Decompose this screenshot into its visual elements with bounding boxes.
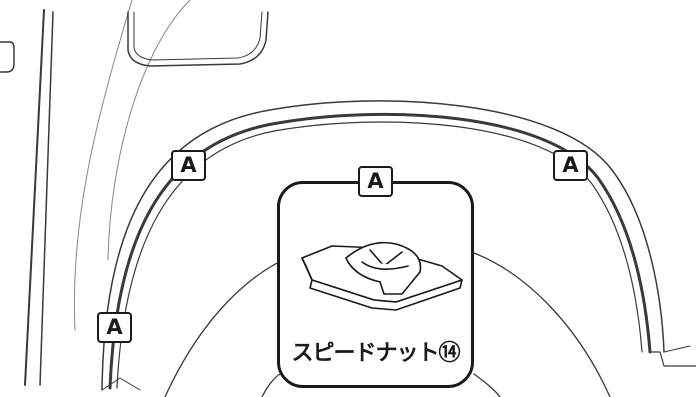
body-contour-line <box>73 0 133 331</box>
marker-a-left-lower: A <box>97 312 132 343</box>
body-contour-line-2 <box>107 0 191 261</box>
part-label: スピードナット⑭ <box>291 341 460 366</box>
bumper-edge <box>649 351 696 367</box>
fender-liner <box>108 112 652 390</box>
marker-a-center: A <box>358 166 393 197</box>
lamp-outline-inner <box>133 11 263 61</box>
marker-a-right-upper: A <box>553 150 588 181</box>
fender-liner-inner <box>116 121 643 389</box>
speed-nut-icon <box>301 241 463 311</box>
lamp-outline <box>127 11 269 67</box>
door-edge <box>0 41 15 73</box>
tire-arc-right <box>473 252 611 397</box>
wheel-arc-right <box>473 373 501 397</box>
wheel-arc-left <box>261 373 281 397</box>
pillar-line-inner <box>39 11 54 386</box>
marker-a-left-upper: A <box>171 150 206 181</box>
bumper-edge-2 <box>663 345 691 353</box>
sill-line <box>101 377 141 391</box>
speed-nut-callout: スピードナット⑭ <box>277 181 474 388</box>
pillar-line-outer <box>24 9 45 386</box>
fender-arch-outer <box>101 100 665 391</box>
